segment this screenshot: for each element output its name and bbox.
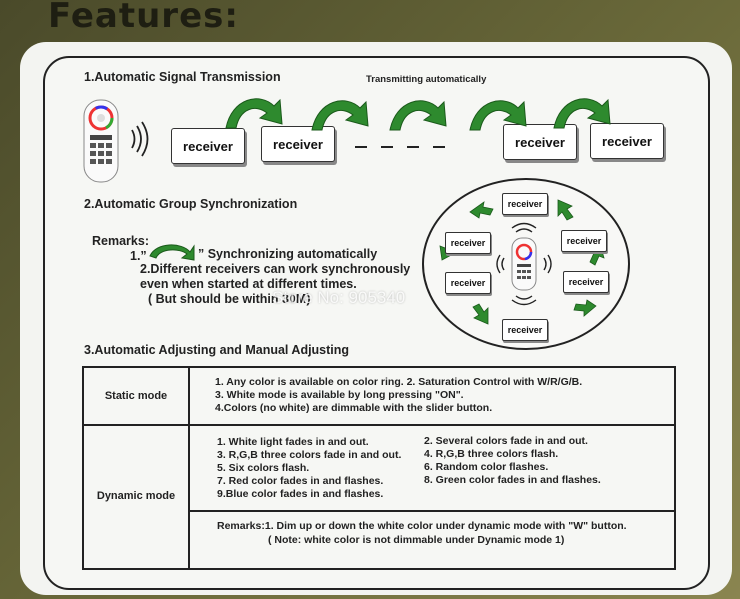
receiver-box: receiver [503,124,577,160]
transmitting-caption: Transmitting automatically [366,74,487,85]
sync-circle [422,178,630,350]
dynamic-item: 4. R,G,B three colors flash. [424,448,559,460]
transmission-arrows [225,98,611,131]
remarks-label: Remarks: [92,234,149,248]
dashed-line [355,146,455,148]
remarks-line2: 2.Different receivers can work synchrono… [140,262,411,276]
remarks-line3: even when started at different times. [140,277,357,291]
green-arrow-icon [225,98,283,129]
sync-arrow-icon [149,244,195,261]
dynamic-item: 3. R,G,B three colors fade in and out. [217,449,402,461]
modes-table [82,366,676,570]
static-line: 1. Any color is available on color ring.… [215,376,583,388]
receiver-box: receiver [445,232,491,254]
remarks-line1: ” Synchronizing automatically [198,247,378,261]
receiver-box: receiver [171,128,245,164]
green-arrow-icon [311,100,369,131]
section1-title: 1.Automatic Signal Transmission [84,70,281,84]
table-divider [188,510,674,512]
dynamic-item: 1. White light fades in and out. [217,436,369,448]
section2-title: 2.Automatic Group Synchronization [84,197,298,211]
dynamic-item: 9.Blue color fades in and flashes. [217,488,384,500]
static-line: 4.Colors (no white) are dimmable with th… [215,402,493,414]
section3-title: 3.Automatic Adjusting and Manual Adjusti… [84,343,350,357]
receiver-box: receiver [502,193,548,215]
static-mode-label: Static mode [104,390,168,402]
dynamic-remarks-line2: ( Note: white color is not dimmable unde… [268,534,565,546]
dynamic-remarks-line1: Remarks:1. Dim up or down the white colo… [217,520,627,532]
dynamic-item: 5. Six colors flash. [217,462,310,474]
remote-control-icon [83,99,149,183]
green-arrow-icon [553,98,611,129]
features-title: Features: [48,0,239,36]
store-watermark: Store No: 905340 [272,288,406,307]
receiver-box: receiver [502,319,548,341]
receiver-box: receiver [590,123,664,159]
green-arrow-icon [469,100,527,131]
receiver-box: receiver [561,230,607,252]
green-arrow-icon [389,100,447,131]
table-divider [82,424,674,426]
receiver-box: receiver [445,272,491,294]
remarks-line4: ( But should be within 30M) [148,292,311,306]
dynamic-item: 2. Several colors fade in and out. [424,435,588,447]
dynamic-item: 7. Red color fades in and flashes. [217,475,384,487]
static-line: 3. White mode is available by long press… [215,389,464,401]
dynamic-item: 6. Random color flashes. [424,461,549,473]
dynamic-item: 8. Green color fades in and flashes. [424,474,601,486]
receiver-box: receiver [261,126,335,162]
remarks-line1-prefix: 1.” [130,249,147,263]
receiver-box: receiver [563,271,609,293]
table-divider [188,366,190,568]
dynamic-mode-label: Dynamic mode [96,490,176,502]
